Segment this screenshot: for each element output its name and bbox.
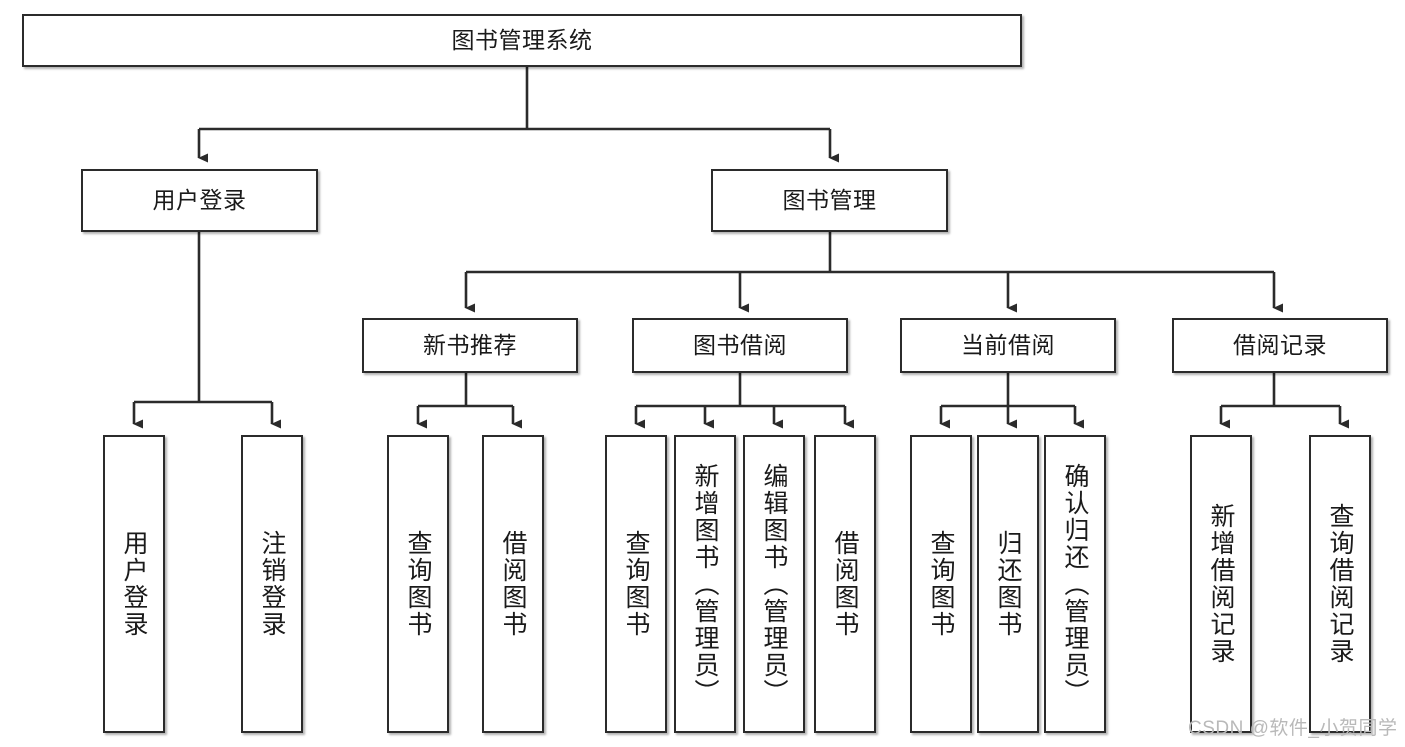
node-leaf-query-book-1-label: 查询图书 xyxy=(404,530,432,638)
node-leaf-borrow-book-1[interactable]: 借阅图书 xyxy=(482,435,544,733)
node-borrow-record[interactable]: 借阅记录 xyxy=(1172,318,1388,373)
node-leaf-add-record-label: 新增借阅记录 xyxy=(1207,503,1235,665)
node-current-borrow-label: 当前借阅 xyxy=(961,331,1055,358)
node-leaf-query-book-2-label: 查询图书 xyxy=(622,530,650,638)
node-leaf-add-record[interactable]: 新增借阅记录 xyxy=(1190,435,1252,733)
node-leaf-logout-label: 注销登录 xyxy=(258,530,286,638)
node-leaf-query-record-label: 查询借阅记录 xyxy=(1326,503,1354,665)
node-book-manage[interactable]: 图书管理 xyxy=(711,169,948,232)
node-leaf-query-record[interactable]: 查询借阅记录 xyxy=(1309,435,1371,733)
node-book-manage-label: 图书管理 xyxy=(782,186,877,213)
node-leaf-edit-book-label: 编辑图书（管理员） xyxy=(760,462,788,706)
node-leaf-borrow-book-2-label: 借阅图书 xyxy=(831,530,859,638)
node-leaf-confirm-return-label: 确认归还（管理员） xyxy=(1061,462,1089,706)
node-leaf-borrow-book-2[interactable]: 借阅图书 xyxy=(814,435,876,733)
node-leaf-add-book-label: 新增图书（管理员） xyxy=(691,462,719,706)
watermark-text: CSDN @软件_小贺同学 xyxy=(1188,718,1398,739)
node-leaf-logout[interactable]: 注销登录 xyxy=(241,435,303,733)
node-leaf-query-book-3[interactable]: 查询图书 xyxy=(910,435,972,733)
node-leaf-edit-book[interactable]: 编辑图书（管理员） xyxy=(743,435,805,733)
node-user-login[interactable]: 用户登录 xyxy=(81,169,318,232)
node-leaf-borrow-book-1-label: 借阅图书 xyxy=(499,530,527,638)
node-leaf-confirm-return[interactable]: 确认归还（管理员） xyxy=(1044,435,1106,733)
node-current-borrow[interactable]: 当前借阅 xyxy=(900,318,1116,373)
node-leaf-add-book[interactable]: 新增图书（管理员） xyxy=(674,435,736,733)
node-leaf-query-book-2[interactable]: 查询图书 xyxy=(605,435,667,733)
node-book-borrow-label: 图书借阅 xyxy=(693,331,787,358)
node-leaf-query-book-1[interactable]: 查询图书 xyxy=(387,435,449,733)
node-user-login-label: 用户登录 xyxy=(152,186,247,213)
node-leaf-query-book-3-label: 查询图书 xyxy=(927,530,955,638)
node-leaf-return-book[interactable]: 归还图书 xyxy=(977,435,1039,733)
node-book-borrow[interactable]: 图书借阅 xyxy=(632,318,848,373)
node-leaf-user-login-label: 用户登录 xyxy=(120,530,148,638)
node-new-book-rec-label: 新书推荐 xyxy=(423,331,517,358)
node-new-book-rec[interactable]: 新书推荐 xyxy=(362,318,578,373)
node-root[interactable]: 图书管理系统 xyxy=(22,14,1022,67)
node-leaf-user-login[interactable]: 用户登录 xyxy=(103,435,165,733)
node-root-label: 图书管理系统 xyxy=(451,26,593,53)
node-leaf-return-book-label: 归还图书 xyxy=(994,530,1022,638)
node-borrow-record-label: 借阅记录 xyxy=(1233,331,1327,358)
